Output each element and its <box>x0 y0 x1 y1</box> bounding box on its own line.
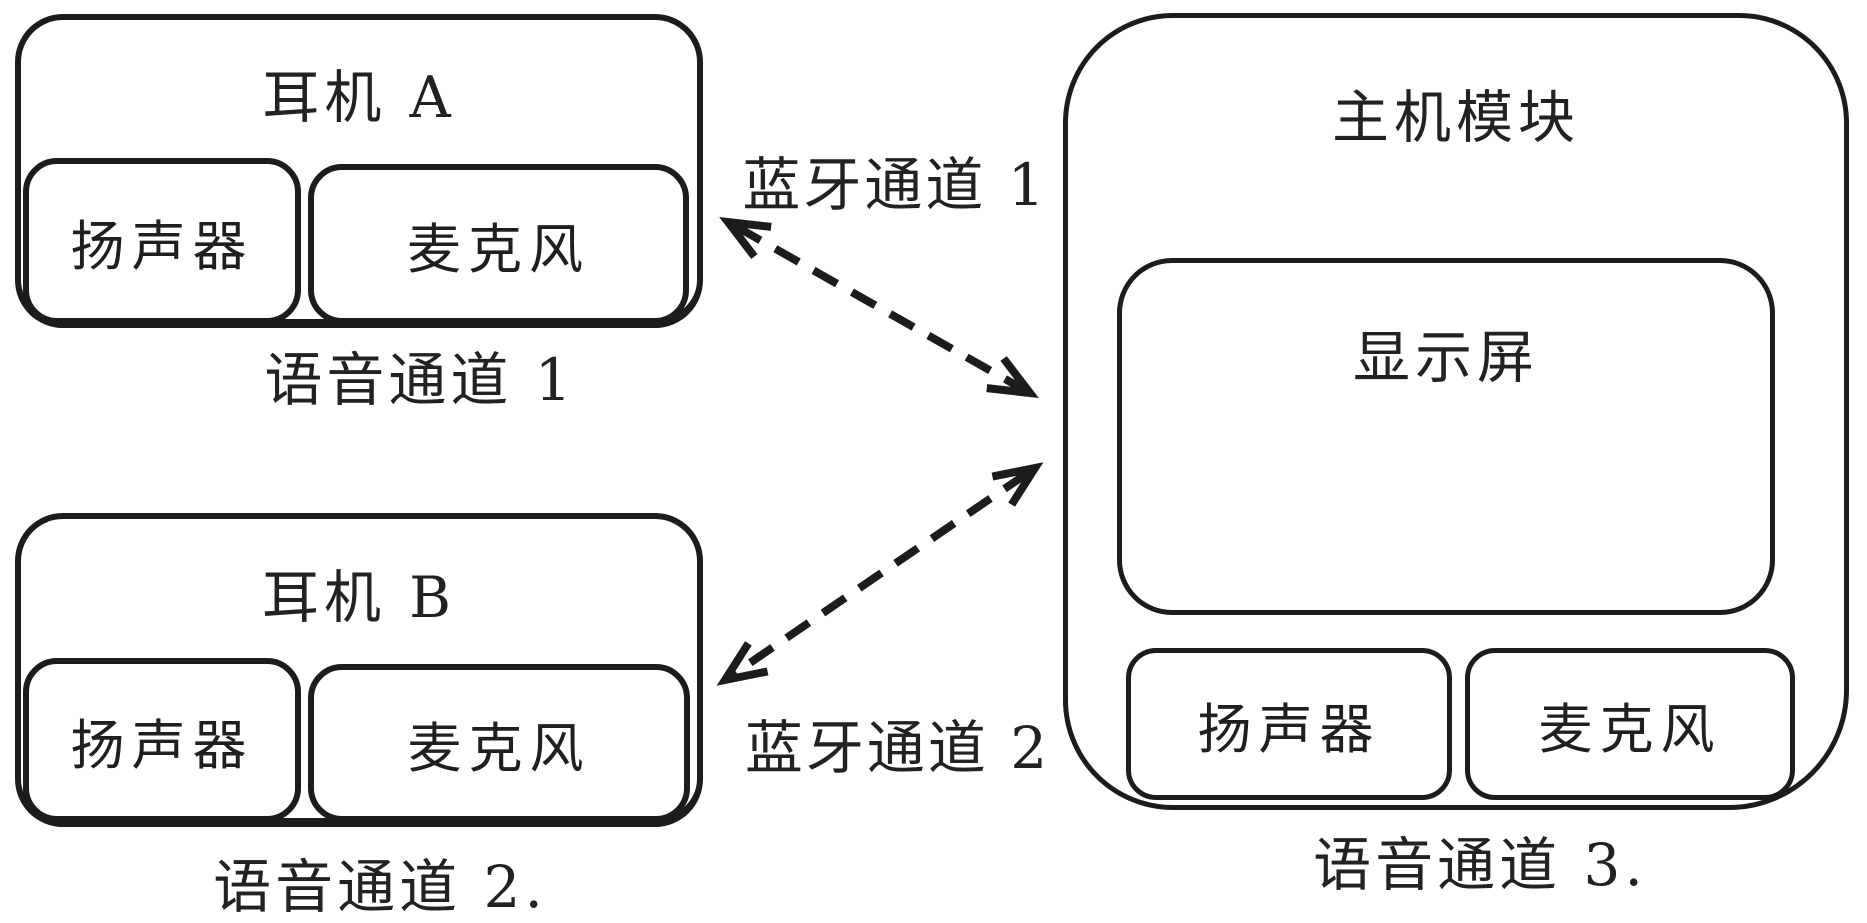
headphone-b-speaker-label: 扬声器 <box>70 713 254 777</box>
headphone-b-title: 耳机 B <box>261 565 456 631</box>
voice-channel-3-label: 语音通道 3. <box>1313 831 1647 899</box>
headphone-b-mic-box: 麦克风 <box>308 664 690 822</box>
bluetooth-channel-1-label: 蓝牙通道 1 <box>742 151 1048 219</box>
host-display-label: 显示屏 <box>1353 325 1539 391</box>
bluetooth-channel-1-arrow <box>719 216 1039 399</box>
headphone-b-mic-label: 麦克风 <box>407 716 591 780</box>
host-speaker-label: 扬声器 <box>1197 697 1381 761</box>
host-mic-label: 麦克风 <box>1538 697 1722 761</box>
bluetooth-channel-2-arrow <box>716 462 1044 686</box>
headphone-a-speaker-label: 扬声器 <box>70 214 254 278</box>
headphone-a-title: 耳机 A <box>262 65 456 131</box>
voice-channel-1-label: 语音通道 1 <box>264 346 576 414</box>
headphone-b-speaker-box: 扬声器 <box>23 658 301 822</box>
headphone-a-speaker-box: 扬声器 <box>23 158 301 324</box>
host-display-box <box>1117 258 1775 615</box>
host-module-title: 主机模块 <box>1332 85 1580 151</box>
host-mic-box: 麦克风 <box>1465 648 1795 800</box>
headphone-a-mic-label: 麦克风 <box>407 217 590 281</box>
bluetooth-channel-2-label: 蓝牙通道 2 <box>744 714 1051 782</box>
voice-channel-2-label: 语音通道 2. <box>213 853 547 921</box>
headphone-a-mic-box: 麦克风 <box>308 164 689 324</box>
host-speaker-box: 扬声器 <box>1126 648 1452 800</box>
